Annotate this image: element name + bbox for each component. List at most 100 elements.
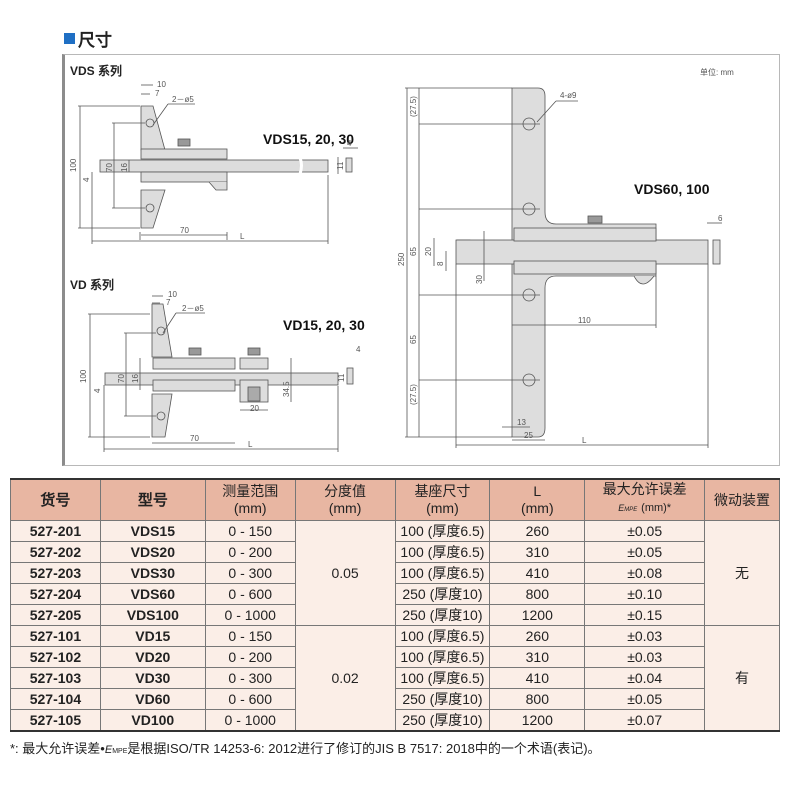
dim: (27.5) [409,384,418,405]
dim: L [582,436,587,445]
item-no-cell: 527-202 [10,541,101,563]
item-no-cell: 527-203 [10,562,101,584]
mpe-cell: ±0.07 [584,709,706,732]
header-graduation: 分度值(mm) [294,478,396,521]
dim: 70 [180,226,189,235]
graduation-cell: 0.05 [294,520,396,626]
range-cell: 0 - 200 [204,541,296,563]
model-cell: VDS20 [99,541,206,563]
fine-adjust-cell: 有 [704,625,780,732]
base-size-cell: 250 (厚度10) [394,688,491,710]
header-fine-adjust: 微动装置 [704,478,780,521]
dim: 6 [718,214,723,223]
model-cell: VDS60 [99,583,206,605]
model-cell: VD15 [99,625,206,647]
dim: 16 [131,374,140,383]
length-cell: 1200 [489,709,586,732]
dim: 7 [166,298,171,307]
range-cell: 0 - 300 [204,667,296,689]
mpe-cell: ±0.03 [584,625,706,647]
item-no-cell: 527-104 [10,688,101,710]
dim: 2－ø5 [182,304,204,313]
range-cell: 0 - 1000 [204,604,296,626]
dim: 65 [409,335,418,344]
header-item-no: 货号 [10,478,101,521]
fine-adjust-cell: 无 [704,520,780,626]
mpe-cell: ±0.08 [584,562,706,584]
range-cell: 0 - 300 [204,562,296,584]
dim: 70 [117,374,126,383]
base-size-cell: 100 (厚度6.5) [394,520,491,542]
dim: 34.5 [282,381,291,397]
item-no-cell: 527-205 [10,604,101,626]
dim: 100 [79,369,88,383]
vds-small-dims: 10 7 2－ø5 100 70 16 4 70 L 11 4 [69,80,352,241]
base-size-cell: 250 (厚度10) [394,604,491,626]
dim: L [240,232,245,241]
dim: 70 [105,163,114,172]
dim: 8 [436,261,445,266]
dim: 100 [69,158,78,172]
base-size-cell: 100 (厚度6.5) [394,625,491,647]
header-L: L(mm) [489,478,586,521]
dimension-drawings: 单位: mm VDS 系列 VD 系列 VDS15, 20, 30 VD15, … [69,63,734,452]
item-no-cell: 527-101 [10,625,101,647]
dim: 110 [578,316,591,325]
mpe-cell: ±0.03 [584,646,706,668]
base-size-cell: 100 (厚度6.5) [394,646,491,668]
section-title-text: 尺寸 [78,31,112,51]
dim: 30 [475,275,484,284]
mpe-cell: ±0.05 [584,541,706,563]
dim: 7 [155,89,160,98]
mpe-cell: ±0.05 [584,688,706,710]
range-cell: 0 - 1000 [204,709,296,732]
dim: 10 [168,290,177,299]
dim: 4 [82,177,91,182]
unit-label: 单位: mm [700,67,734,77]
dim: 25 [524,431,533,440]
base-size-cell: 250 (厚度10) [394,583,491,605]
model-cell: VD30 [99,667,206,689]
dim: 4 [356,345,361,354]
section-title: 尺寸 [64,26,112,51]
range-cell: 0 - 150 [204,520,296,542]
dim: 4 [347,139,352,148]
base-size-cell: 250 (厚度10) [394,709,491,732]
dim: 20 [250,404,259,413]
model-cell: VD60 [99,688,206,710]
model-cell: VDS100 [99,604,206,626]
length-cell: 800 [489,583,586,605]
header-model: 型号 [99,478,206,521]
vds-large-model-label: VDS60, 100 [634,181,710,197]
mpe-cell: ±0.04 [584,667,706,689]
range-cell: 0 - 150 [204,625,296,647]
dim: 4 [93,388,102,393]
header-range: 测量范围(mm) [204,478,296,521]
model-cell: VD20 [99,646,206,668]
vds-series-label: VDS 系列 [70,63,122,78]
model-cell: VDS15 [99,520,206,542]
vd-small-dims: 10 7 2－ø5 100 70 16 4 70 L 34.5 20 11 4 [79,290,361,449]
vd-small-drawing [88,295,354,452]
dim: 11 [337,373,346,382]
dim: 20 [424,247,433,256]
length-cell: 410 [489,562,586,584]
dim: 10 [157,80,166,89]
graduation-cell: 0.02 [294,625,396,732]
dim: 13 [517,418,526,427]
vds-large-drawing [405,87,722,448]
dim: 65 [409,247,418,256]
vds-small-model-label: VDS15, 20, 30 [263,131,354,147]
vd-small-model-label: VD15, 20, 30 [283,317,365,333]
spec-table: 货号 型号 测量范围(mm) 分度值(mm) 基座尺寸(mm) L(mm) 最大… [10,478,780,732]
range-cell: 0 - 600 [204,688,296,710]
